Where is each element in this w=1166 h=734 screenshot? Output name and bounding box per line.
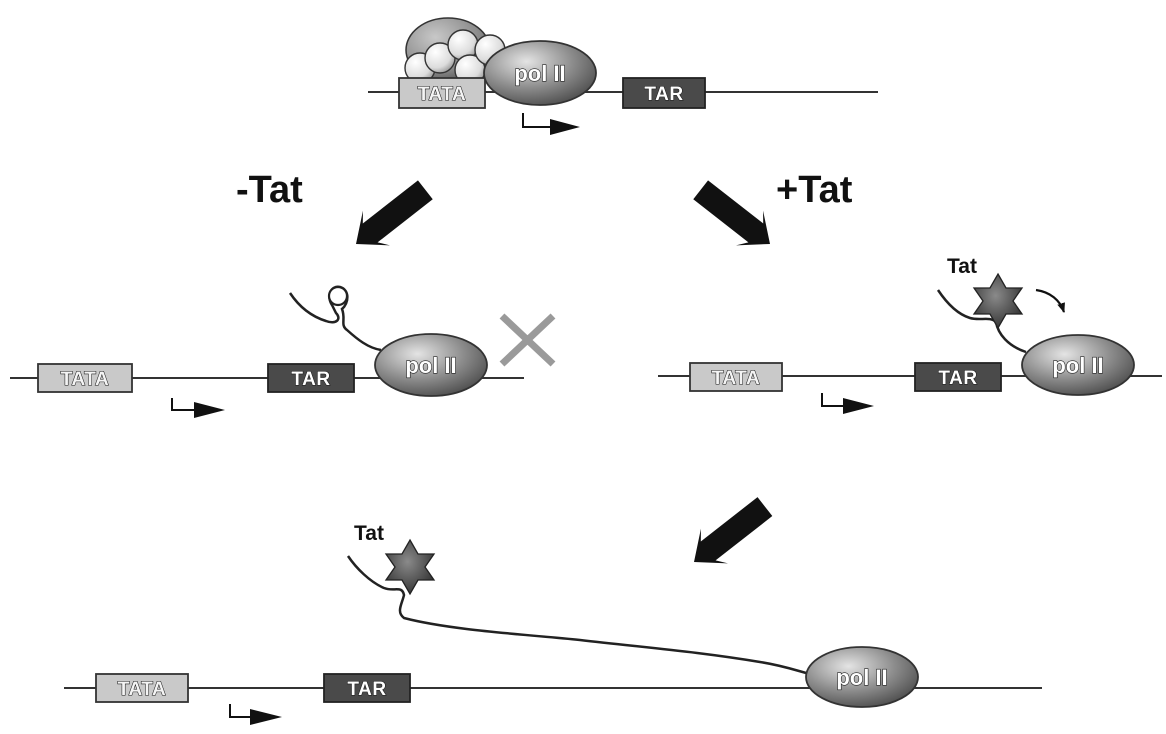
- tar-label: TAR: [644, 84, 683, 105]
- tat-label: Tat: [947, 255, 977, 278]
- elongated-transcript: [346, 555, 819, 678]
- plus-tat-panel: TATA TAR Tat pol II: [658, 255, 1162, 414]
- pol-ii-label: pol II: [514, 61, 565, 86]
- branch-arrows: -Tat +Tat: [236, 169, 853, 246]
- tar-element: [267, 363, 355, 393]
- minus-tat-arrow: [356, 180, 433, 246]
- transcription-start-arrow: [522, 113, 552, 128]
- tat-protein-star: [972, 272, 1024, 330]
- tata-label: TATA: [712, 368, 760, 389]
- tar-element: [323, 673, 411, 703]
- tata-label: TATA: [118, 679, 166, 700]
- transcription-start-arrow: [821, 393, 845, 407]
- transcription-start-arrowhead: [550, 119, 580, 135]
- tar-loop: [327, 285, 349, 307]
- nascent-rna: [936, 289, 1027, 354]
- minus-tat-label: -Tat: [236, 169, 303, 211]
- pol-ii-label: pol II: [405, 353, 456, 378]
- pol-ii-activated: [1021, 334, 1135, 396]
- tar-element: [914, 362, 1002, 392]
- tata-label: TATA: [418, 84, 466, 105]
- tar-element: [622, 77, 706, 109]
- tata-box: [689, 362, 783, 392]
- pol-ii-complex: [483, 40, 597, 106]
- transcription-start-arrow: [229, 704, 252, 718]
- tar-label: TAR: [938, 368, 977, 389]
- tar-label: TAR: [291, 369, 330, 390]
- tar-label: TAR: [347, 679, 386, 700]
- pol-ii-label: pol II: [836, 665, 887, 690]
- pol-ii-paused: [374, 333, 488, 397]
- tat-label: Tat: [354, 522, 384, 545]
- tata-box: [398, 77, 486, 109]
- transcription-start-arrowhead: [843, 398, 874, 414]
- tat-activation-arrow: [1035, 288, 1066, 313]
- tata-label: TATA: [61, 369, 109, 390]
- top-panel: TATA pol II TAR: [368, 17, 878, 135]
- elongation-arrow: [694, 497, 773, 564]
- tat-protein-star: [384, 538, 436, 596]
- elongation-panel: TATA TAR Tat pol II: [64, 522, 1042, 725]
- tata-box: [95, 673, 189, 703]
- transcription-start-arrowhead: [250, 709, 282, 725]
- transcription-start-arrowhead: [194, 402, 225, 418]
- transcription-start-arrow: [171, 398, 196, 411]
- pol-ii-label: pol II: [1052, 353, 1103, 378]
- minus-tat-panel: TATA TAR pol II: [10, 285, 556, 418]
- tata-box: [37, 363, 133, 393]
- pol-ii-elongating: [805, 646, 919, 708]
- plus-tat-arrow: [693, 180, 770, 246]
- plus-tat-label: +Tat: [776, 169, 853, 211]
- elongation-blocked-icon: [499, 313, 556, 367]
